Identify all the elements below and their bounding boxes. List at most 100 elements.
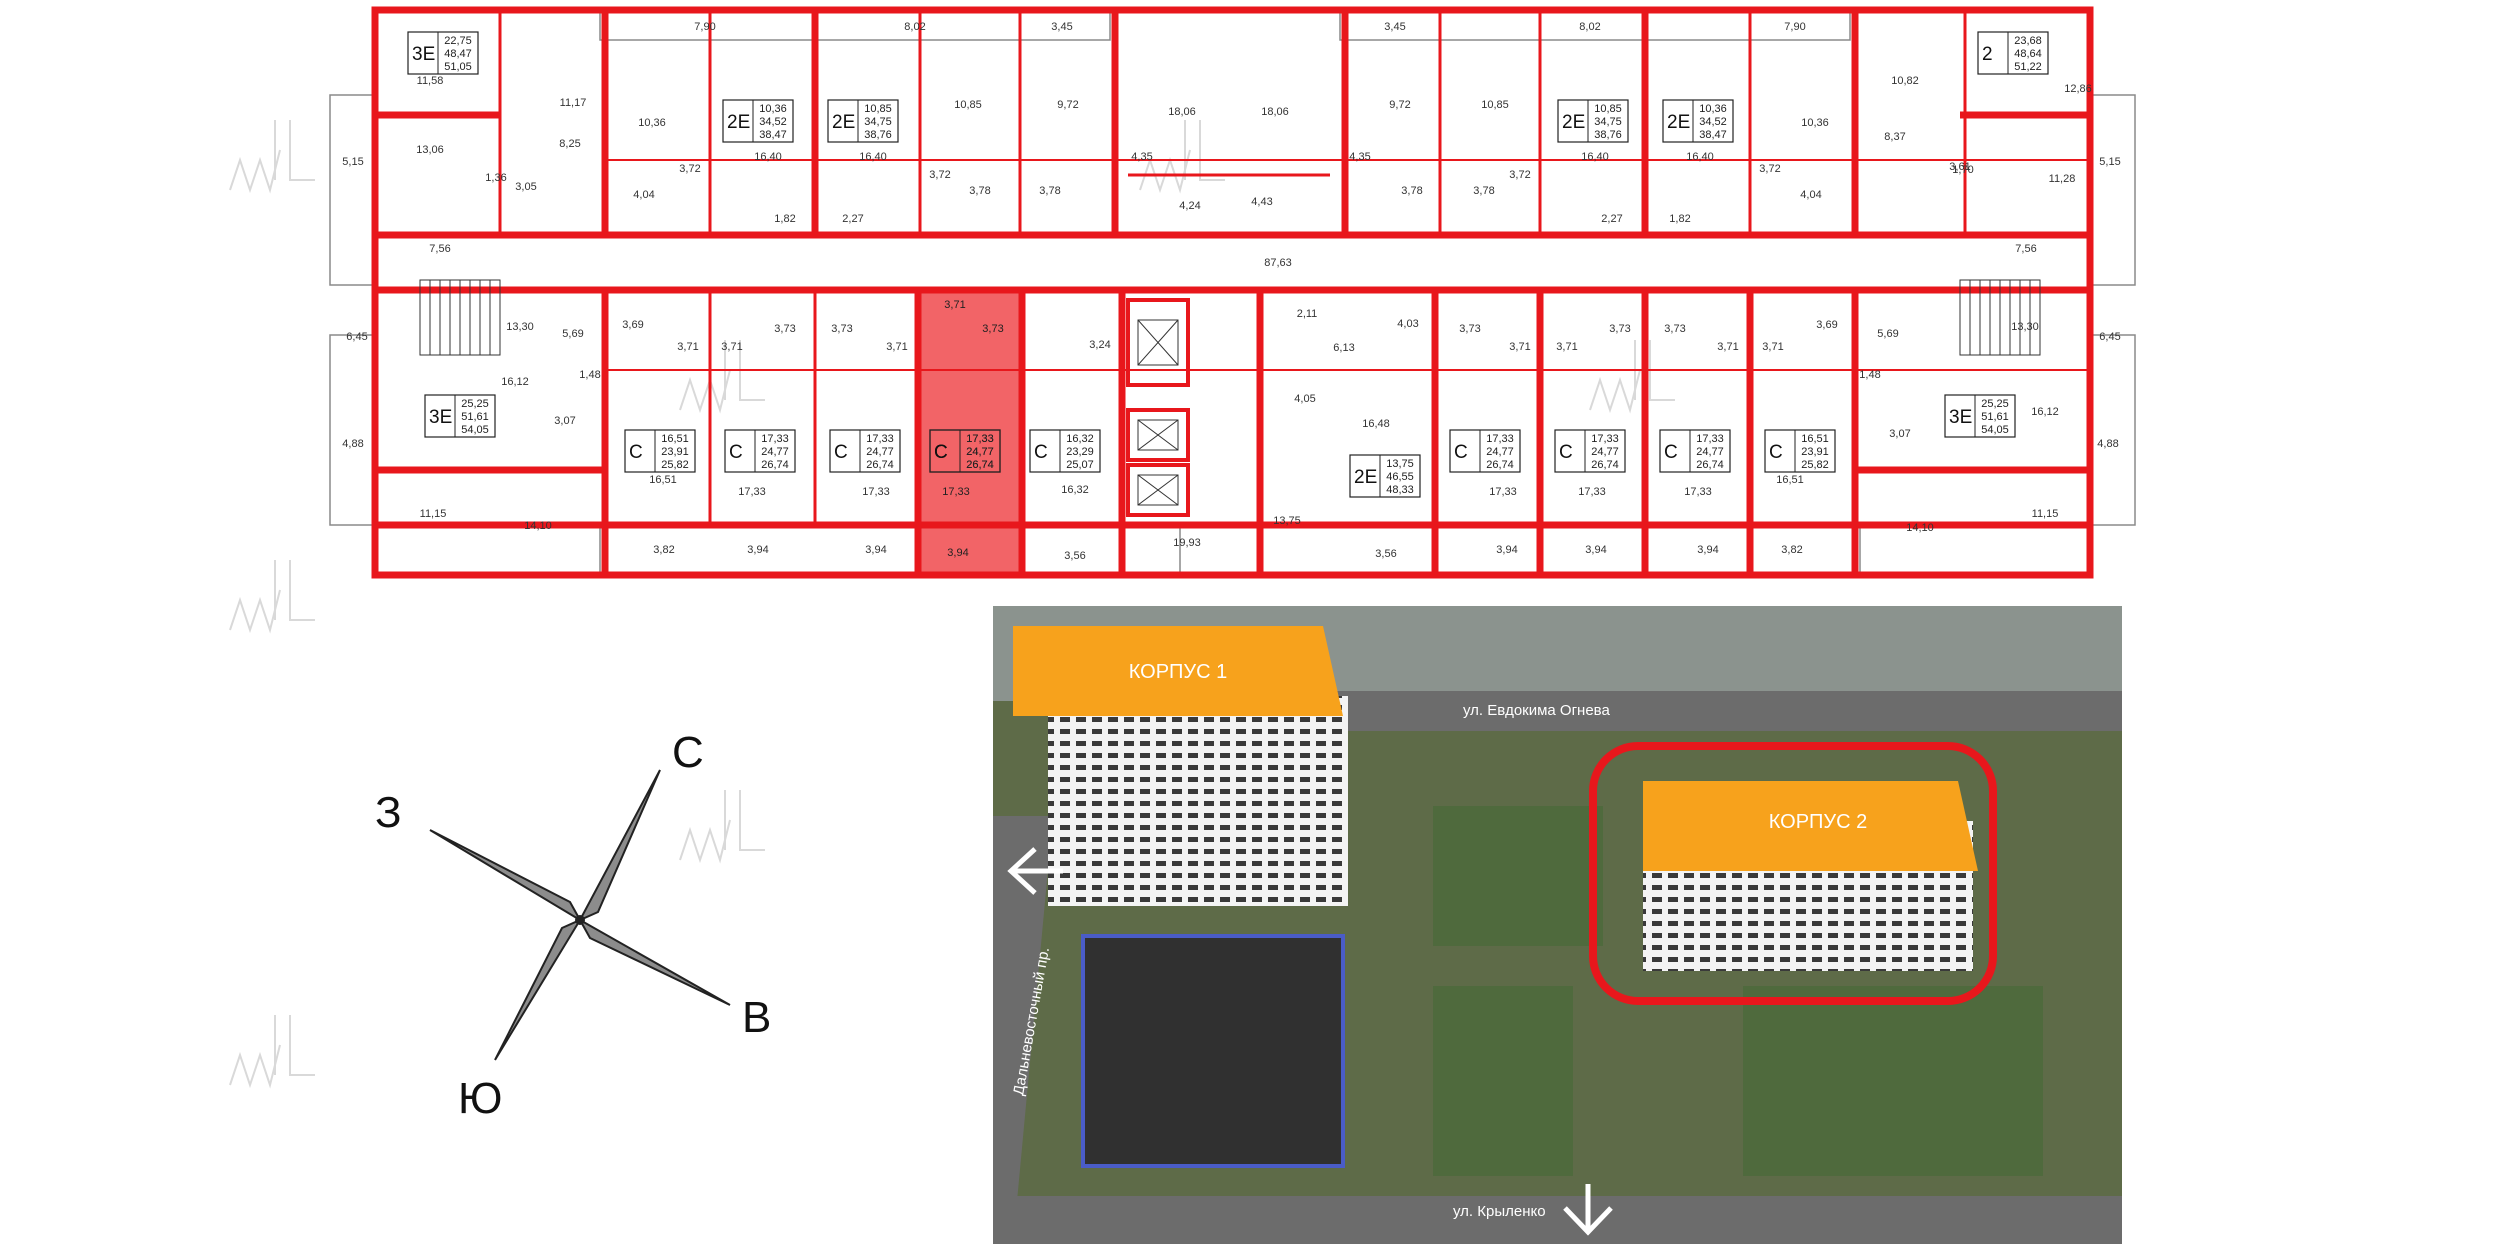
room-area-label: 3,82 — [653, 544, 674, 556]
room-area-label: 16,32 — [1061, 484, 1089, 496]
courtyard — [1743, 986, 2043, 1176]
compass-arrow-north — [577, 769, 661, 923]
unit-area: 24,77 — [966, 446, 994, 458]
selected-unit-area: 24,77 — [966, 446, 994, 458]
room-area-label: 4,04 — [1800, 189, 1821, 201]
selected-unit-area: 17,33 — [966, 433, 994, 445]
room-area-label: 3,72 — [929, 169, 950, 181]
room-area-label: 3,24 — [1089, 339, 1110, 351]
unit-area: 17,33 — [866, 433, 894, 445]
room-area-label: 12,86 — [2064, 83, 2092, 95]
unit-type: 2Е — [727, 112, 750, 133]
park-area-2 — [1433, 986, 1573, 1176]
room-area-label: 13,30 — [506, 321, 534, 333]
room-area-label: 3,05 — [515, 181, 536, 193]
room-area-label: 3,94 — [865, 544, 886, 556]
unit-area: 54,05 — [1981, 424, 2009, 436]
room-area-label: 13,30 — [2011, 321, 2039, 333]
inner-walls — [498, 10, 2090, 525]
staircases — [419, 279, 2041, 356]
unit-area: 17,33 — [1696, 433, 1724, 445]
arrow-left-icon — [1007, 847, 1063, 895]
room-area-label: 4,43 — [1251, 196, 1272, 208]
room-area-label: 3,71 — [886, 341, 907, 353]
room-area-label: 8,25 — [559, 138, 580, 150]
room-area-label: 87,63 — [1264, 257, 1292, 269]
room-area-label: 3,72 — [1509, 169, 1530, 181]
room-area-label: 6,45 — [346, 331, 367, 343]
unit-area: 24,77 — [1696, 446, 1724, 458]
room-area-label: 16,12 — [2031, 406, 2059, 418]
room-area-label: 16,40 — [859, 151, 887, 163]
unit-type: С — [729, 442, 743, 463]
unit-area: 23,91 — [1801, 446, 1829, 458]
room-area-label: 3,73 — [831, 323, 852, 335]
unit-type: С — [834, 442, 848, 463]
unit-area: 38,76 — [864, 129, 892, 141]
unit-area: 17,33 — [761, 433, 789, 445]
room-area-label: 10,85 — [954, 99, 982, 111]
room-area-label: 3,73 — [1664, 323, 1685, 335]
room-area-label: 16,40 — [1686, 151, 1714, 163]
road-left — [993, 816, 1053, 1244]
school-building — [1081, 934, 1345, 1168]
unit-area: 17,33 — [1591, 433, 1619, 445]
room-area-label: 4,88 — [2097, 438, 2118, 450]
unit-area: 34,52 — [759, 116, 787, 128]
room-area-label: 3,94 — [1697, 544, 1718, 556]
selected-room-label: 3,73 — [982, 323, 1003, 335]
room-area-label: 17,33 — [1684, 486, 1712, 498]
site-plan: КОРПУС 1 КОРПУС 2 ул. Евдокима Огнева Да… — [993, 606, 2122, 1244]
room-area-label: 18,06 — [1168, 106, 1196, 118]
unit-area: 38,76 — [1594, 129, 1622, 141]
unit-area: 34,75 — [864, 116, 892, 128]
unit-area: 25,82 — [1801, 459, 1829, 471]
unit-area: 26,74 — [1591, 459, 1619, 471]
unit-area: 22,75 — [444, 35, 472, 47]
room-area-label: 3,45 — [1051, 21, 1072, 33]
unit-area: 16,32 — [1066, 433, 1094, 445]
unit-area: 25,82 — [661, 459, 689, 471]
arrow-down-icon — [1563, 1184, 1613, 1236]
compass-label-east: В — [742, 993, 771, 1042]
room-area-label: 7,56 — [2015, 243, 2036, 255]
unit-type: С — [629, 442, 643, 463]
unit-area: 51,61 — [461, 411, 489, 423]
unit-type: С — [1454, 442, 1468, 463]
unit-area: 34,52 — [1699, 116, 1727, 128]
unit-area: 25,25 — [461, 398, 489, 410]
room-area-label: 16,12 — [501, 376, 529, 388]
unit-area: 51,05 — [444, 61, 472, 73]
elevator-shafts — [1126, 298, 1190, 517]
unit-area: 23,91 — [661, 446, 689, 458]
unit-type: 2Е — [1667, 112, 1690, 133]
walls — [371, 6, 2094, 579]
unit-type: 3Е — [412, 44, 435, 65]
unit-area: 26,74 — [1486, 459, 1514, 471]
room-area-label: 13,06 — [416, 144, 444, 156]
unit-area: 38,47 — [1699, 129, 1727, 141]
unit-area: 16,51 — [1801, 433, 1829, 445]
room-area-label: 3,73 — [1609, 323, 1630, 335]
room-area-label: 6,13 — [1333, 342, 1354, 354]
room-area-label: 7,90 — [1784, 21, 1805, 33]
unit-area: 10,85 — [864, 103, 892, 115]
